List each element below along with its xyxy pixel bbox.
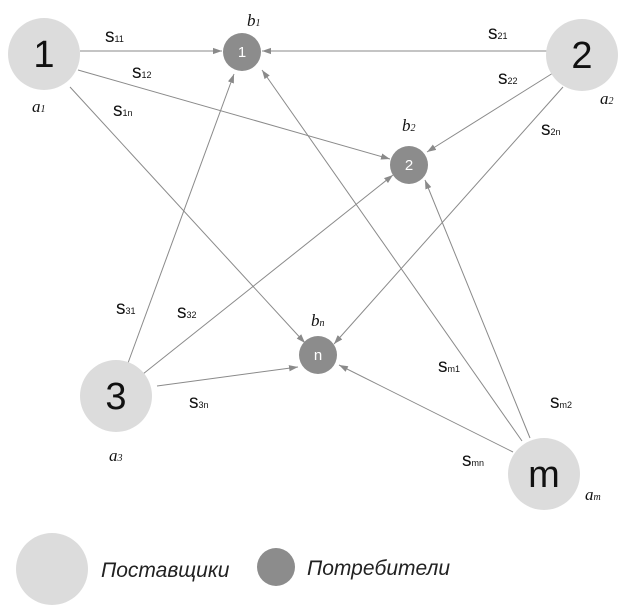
supplier-node-1: 1 a1 bbox=[8, 18, 80, 116]
supplier-label-m: am bbox=[585, 485, 601, 504]
edge-label-2-1: s21 bbox=[488, 23, 508, 44]
edge-label-1-2: s12 bbox=[132, 62, 152, 83]
edge-labels: s11 s12 s1n s21 s22 s2n s31 s32 s3n sm1 bbox=[105, 23, 572, 471]
edge-m-1 bbox=[261, 69, 523, 442]
edge-label-1-n: s1n bbox=[113, 100, 133, 121]
legend-supplier-swatch bbox=[16, 533, 88, 605]
edge-3-1 bbox=[127, 73, 235, 364]
legend-suppliers-label: Поставщики bbox=[101, 559, 230, 582]
consumers: 1 b1 2 b2 n bn bbox=[223, 11, 428, 374]
edges bbox=[69, 47, 564, 453]
edge-2-2 bbox=[426, 72, 554, 153]
edge-m-n bbox=[338, 364, 514, 453]
legend-consumers-label: Потребители bbox=[307, 557, 450, 580]
consumer-node-n: n bn bbox=[299, 311, 337, 374]
supplier-node-2: 2 a2 bbox=[546, 19, 618, 108]
consumer-label-n: bn bbox=[311, 311, 325, 330]
consumer-label-1: b1 bbox=[247, 11, 261, 30]
edge-m-2 bbox=[424, 179, 531, 439]
edge-1-n bbox=[69, 86, 306, 344]
supplier-number-1: 1 bbox=[33, 34, 54, 76]
edge-label-3-1: s31 bbox=[116, 298, 136, 319]
edge-1-2 bbox=[77, 69, 391, 160]
supplier-circle-m bbox=[508, 438, 580, 510]
edge-label-m-1: sm1 bbox=[438, 356, 460, 377]
suppliers: 1 a1 2 a2 3 a3 m am bbox=[8, 18, 618, 510]
supplier-label-2: a2 bbox=[600, 89, 614, 108]
supplier-number-m: m bbox=[528, 454, 560, 496]
consumer-label-2: b2 bbox=[402, 116, 416, 135]
supplier-circle-3 bbox=[80, 360, 152, 432]
legend-consumer-swatch bbox=[257, 548, 295, 586]
edge-label-3-2: s32 bbox=[177, 302, 197, 323]
supplier-number-3: 3 bbox=[105, 376, 126, 418]
edge-label-m-2: sm2 bbox=[550, 392, 572, 413]
edge-label-2-n: s2n bbox=[541, 119, 561, 140]
edge-3-2 bbox=[142, 174, 394, 375]
consumer-number-n: n bbox=[314, 347, 322, 364]
supplier-circle-1 bbox=[8, 18, 80, 90]
edge-label-1-1: s11 bbox=[105, 26, 124, 47]
consumer-node-1: 1 b1 bbox=[223, 11, 261, 71]
edge-2-n bbox=[333, 86, 564, 345]
supplier-label-1: a1 bbox=[32, 97, 46, 116]
supplier-number-2: 2 bbox=[571, 35, 592, 77]
edge-label-m-n: smn bbox=[462, 450, 484, 471]
edge-3-n bbox=[156, 365, 299, 387]
supplier-node-3: 3 a3 bbox=[80, 360, 152, 465]
supplier-node-m: m am bbox=[508, 438, 601, 510]
consumer-node-2: 2 b2 bbox=[390, 116, 428, 184]
consumer-circle-1 bbox=[223, 33, 261, 71]
edge-label-3-n: s3n bbox=[189, 392, 209, 413]
edge-label-2-2: s22 bbox=[498, 68, 518, 89]
legend: Поставщики Потребители bbox=[16, 533, 450, 605]
supplier-circle-2 bbox=[546, 19, 618, 91]
consumer-circle-2 bbox=[390, 146, 428, 184]
consumer-number-1: 1 bbox=[238, 44, 246, 61]
consumer-number-2: 2 bbox=[405, 157, 413, 174]
consumer-circle-n bbox=[299, 336, 337, 374]
supplier-label-3: a3 bbox=[109, 446, 123, 465]
